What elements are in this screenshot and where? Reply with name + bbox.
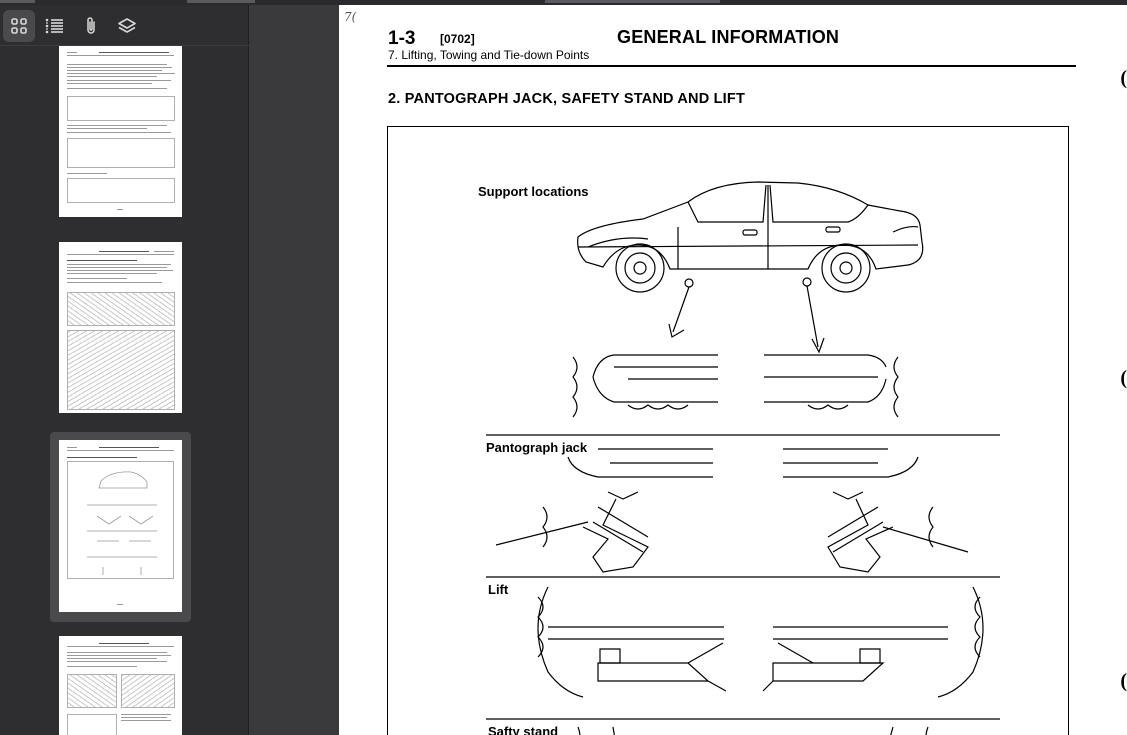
figure-label-jack: Pantograph jack bbox=[486, 440, 588, 455]
attachments-view-button[interactable] bbox=[75, 10, 107, 42]
binding-mark: ( bbox=[1120, 67, 1127, 89]
figure-frame: Support locations Pantograph jack Lift S… bbox=[387, 126, 1069, 735]
paperclip-icon bbox=[87, 17, 95, 34]
page-subtitle: 7. Lifting, Towing and Tie-down Points bbox=[388, 48, 590, 62]
header-rule bbox=[387, 65, 1076, 67]
page-thumbnail[interactable] bbox=[59, 46, 182, 217]
document-page: 7( 1-3 [0702] GENERAL INFORMATION 7. Lif… bbox=[339, 5, 1127, 735]
page-number: 1-3 bbox=[388, 28, 416, 49]
binding-mark: ( bbox=[1120, 367, 1127, 389]
list-icon bbox=[45, 18, 63, 34]
layers-view-button[interactable] bbox=[111, 10, 143, 42]
thumbnails-view-button[interactable] bbox=[3, 10, 35, 42]
sidebar-toolbar bbox=[0, 5, 249, 46]
window-top-strip bbox=[0, 0, 1127, 5]
lifting-points-diagram bbox=[486, 181, 1000, 735]
thumbnail-list bbox=[0, 46, 249, 735]
page-code: [0702] bbox=[440, 32, 475, 46]
thumbnail-figure bbox=[87, 471, 157, 575]
figure-label-lift: Lift bbox=[488, 582, 509, 597]
page-title: GENERAL INFORMATION bbox=[617, 27, 840, 47]
handwritten-mark: 7( bbox=[344, 10, 357, 24]
document-viewer[interactable]: 7( 1-3 [0702] GENERAL INFORMATION 7. Lif… bbox=[250, 5, 1127, 735]
tab-segment[interactable] bbox=[0, 0, 35, 3]
sidebar bbox=[0, 5, 249, 735]
tab-segment[interactable] bbox=[187, 0, 255, 3]
support-point-rear bbox=[802, 277, 812, 287]
car-rear-wheel bbox=[821, 243, 871, 293]
car-body bbox=[577, 181, 924, 270]
page-thumbnail-selected[interactable] bbox=[59, 440, 182, 612]
figure-label-support: Support locations bbox=[478, 184, 589, 199]
car-front-wheel bbox=[615, 243, 665, 293]
page-thumbnail[interactable] bbox=[59, 242, 182, 413]
figure-label-stand: Safty stand bbox=[488, 724, 559, 735]
outline-view-button[interactable] bbox=[38, 10, 70, 42]
page-thumbnail[interactable] bbox=[59, 636, 182, 735]
tab-segment[interactable] bbox=[545, 0, 720, 3]
grid-icon bbox=[11, 18, 27, 34]
section-heading: 2. PANTOGRAPH JACK, SAFETY STAND AND LIF… bbox=[388, 91, 746, 107]
binding-mark: ( bbox=[1120, 670, 1127, 692]
support-point-front bbox=[684, 278, 694, 288]
layers-icon bbox=[118, 18, 136, 33]
